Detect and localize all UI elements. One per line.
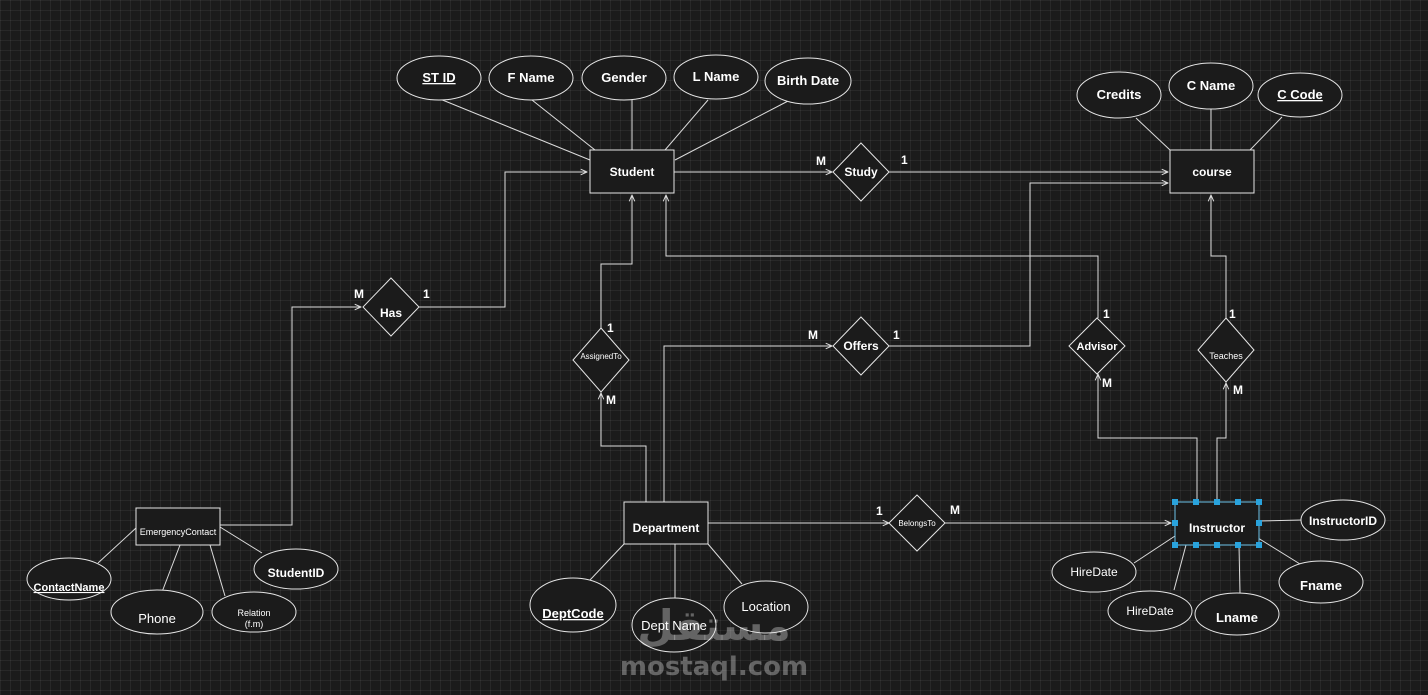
relationship-study[interactable]: Study: [832, 142, 890, 202]
watermark-arabic: مستقل: [637, 601, 791, 650]
entity-instructor[interactable]: Instructor: [1174, 501, 1260, 546]
attribute-links: [97, 98, 1303, 600]
attribute-hire-date-2[interactable]: HireDate: [1107, 590, 1193, 632]
attribute-l-name-label: L Name: [693, 69, 740, 84]
attribute-hire-date-1-label: HireDate: [1070, 565, 1118, 579]
attribute-dept-name-label: Dept Name: [641, 618, 707, 633]
attribute-relation[interactable]: Relation (f.m): [211, 591, 297, 633]
entity-emergency-contact-label: EmergencyContact: [140, 527, 217, 537]
cardinality-advisor-instructor: M: [1102, 376, 1112, 390]
relationship-teaches[interactable]: Teaches: [1197, 317, 1255, 383]
cardinality-assigned-department: M: [606, 393, 616, 407]
attribute-f-name[interactable]: F Name: [488, 55, 574, 101]
attribute-dept-code[interactable]: DeptCode: [529, 577, 617, 633]
attribute-location-label: Location: [741, 599, 790, 614]
attribute-l-name[interactable]: L Name: [673, 54, 759, 100]
entity-course[interactable]: course: [1169, 149, 1255, 194]
relationship-has[interactable]: Has: [362, 277, 420, 337]
attribute-c-name-label: C Name: [1187, 78, 1235, 93]
relationship-advisor[interactable]: Advisor: [1068, 317, 1126, 375]
relationship-offers[interactable]: Offers: [832, 316, 890, 376]
attribute-instructor-id-label: InstructorID: [1309, 514, 1377, 528]
cardinality-has-student: 1: [423, 287, 430, 301]
attribute-f-name-label: F Name: [508, 70, 555, 85]
attribute-st-id-label: ST ID: [422, 70, 455, 85]
cardinality-assigned-student: 1: [607, 321, 614, 335]
relationship-advisor-label: Advisor: [1077, 341, 1119, 353]
attribute-credits-label: Credits: [1097, 87, 1142, 102]
cardinality-study-course: 1: [901, 153, 908, 167]
attribute-birth-date-label: Birth Date: [777, 73, 839, 88]
attribute-student-id-label: StudentID: [268, 566, 325, 580]
watermark-latin: mostaql.com: [620, 652, 808, 682]
cardinality-teaches-instructor: M: [1233, 383, 1243, 397]
cardinality-belongs-department: 1: [876, 504, 883, 518]
relationship-connectors: [220, 172, 1226, 525]
entity-department-label: Department: [633, 521, 700, 535]
attribute-hire-date-2-label: HireDate: [1126, 604, 1174, 618]
attribute-location[interactable]: Location: [723, 580, 809, 634]
entity-emergency-contact[interactable]: EmergencyContact: [135, 507, 221, 546]
attribute-phone[interactable]: Phone: [110, 589, 204, 635]
attribute-lname-label: Lname: [1216, 610, 1258, 625]
attribute-student-id[interactable]: StudentID: [253, 548, 339, 590]
attribute-gender-label: Gender: [601, 70, 647, 85]
entity-student-label: Student: [610, 165, 655, 179]
attribute-contact-name[interactable]: ContactName: [26, 557, 112, 601]
attribute-relation-label: Relation: [237, 608, 270, 618]
attribute-dept-code-label: DeptCode: [542, 606, 603, 621]
attribute-fname-label: Fname: [1300, 578, 1342, 593]
relationship-assigned-to-label: AssignedTo: [580, 352, 622, 361]
relationship-belongs-to[interactable]: BelongsTo: [888, 494, 946, 552]
attribute-st-id[interactable]: ST ID: [396, 55, 482, 101]
cardinality-study-student: M: [816, 154, 826, 168]
attribute-fname[interactable]: Fname: [1278, 560, 1364, 604]
attribute-c-code-label: C Code: [1277, 87, 1323, 102]
relationship-has-label: Has: [380, 306, 402, 320]
cardinality-labels: M 1 M 1 1 M M 1 1 M 1 M 1 M: [354, 153, 1243, 518]
cardinality-offers-course: 1: [893, 328, 900, 342]
relationship-assigned-to[interactable]: AssignedTo: [572, 327, 630, 393]
attribute-phone-label: Phone: [138, 611, 176, 626]
attribute-gender[interactable]: Gender: [581, 55, 667, 101]
entity-course-label: course: [1192, 165, 1232, 179]
cardinality-offers-department: M: [808, 328, 818, 342]
relationship-study-label: Study: [844, 165, 878, 179]
relationship-belongs-to-label: BelongsTo: [898, 519, 936, 528]
attribute-contact-name-label: ContactName: [34, 582, 105, 594]
attribute-relation-sublabel: (f.m): [245, 619, 264, 629]
entity-instructor-label: Instructor: [1189, 521, 1245, 535]
entity-student[interactable]: Student: [589, 149, 675, 194]
cardinality-teaches-course: 1: [1229, 307, 1236, 321]
attribute-c-name[interactable]: C Name: [1168, 62, 1254, 110]
attribute-birth-date[interactable]: Birth Date: [764, 57, 852, 105]
cardinality-advisor-student: 1: [1103, 307, 1110, 321]
relationship-offers-label: Offers: [843, 339, 879, 353]
attribute-credits[interactable]: Credits: [1076, 71, 1162, 119]
relationship-teaches-label: Teaches: [1209, 351, 1243, 361]
attribute-c-code[interactable]: C Code: [1257, 72, 1343, 118]
watermark: مستقل mostaql.com: [620, 601, 808, 682]
attribute-lname[interactable]: Lname: [1194, 592, 1280, 636]
attribute-hire-date-1[interactable]: HireDate: [1051, 551, 1137, 593]
attribute-instructor-id[interactable]: InstructorID: [1300, 499, 1386, 541]
cardinality-has-contact: M: [354, 287, 364, 301]
selection-handles[interactable]: [1172, 499, 1262, 548]
attribute-dept-name[interactable]: Dept Name: [631, 597, 717, 653]
cardinality-belongs-instructor: M: [950, 503, 960, 517]
entity-department[interactable]: Department: [623, 501, 709, 545]
